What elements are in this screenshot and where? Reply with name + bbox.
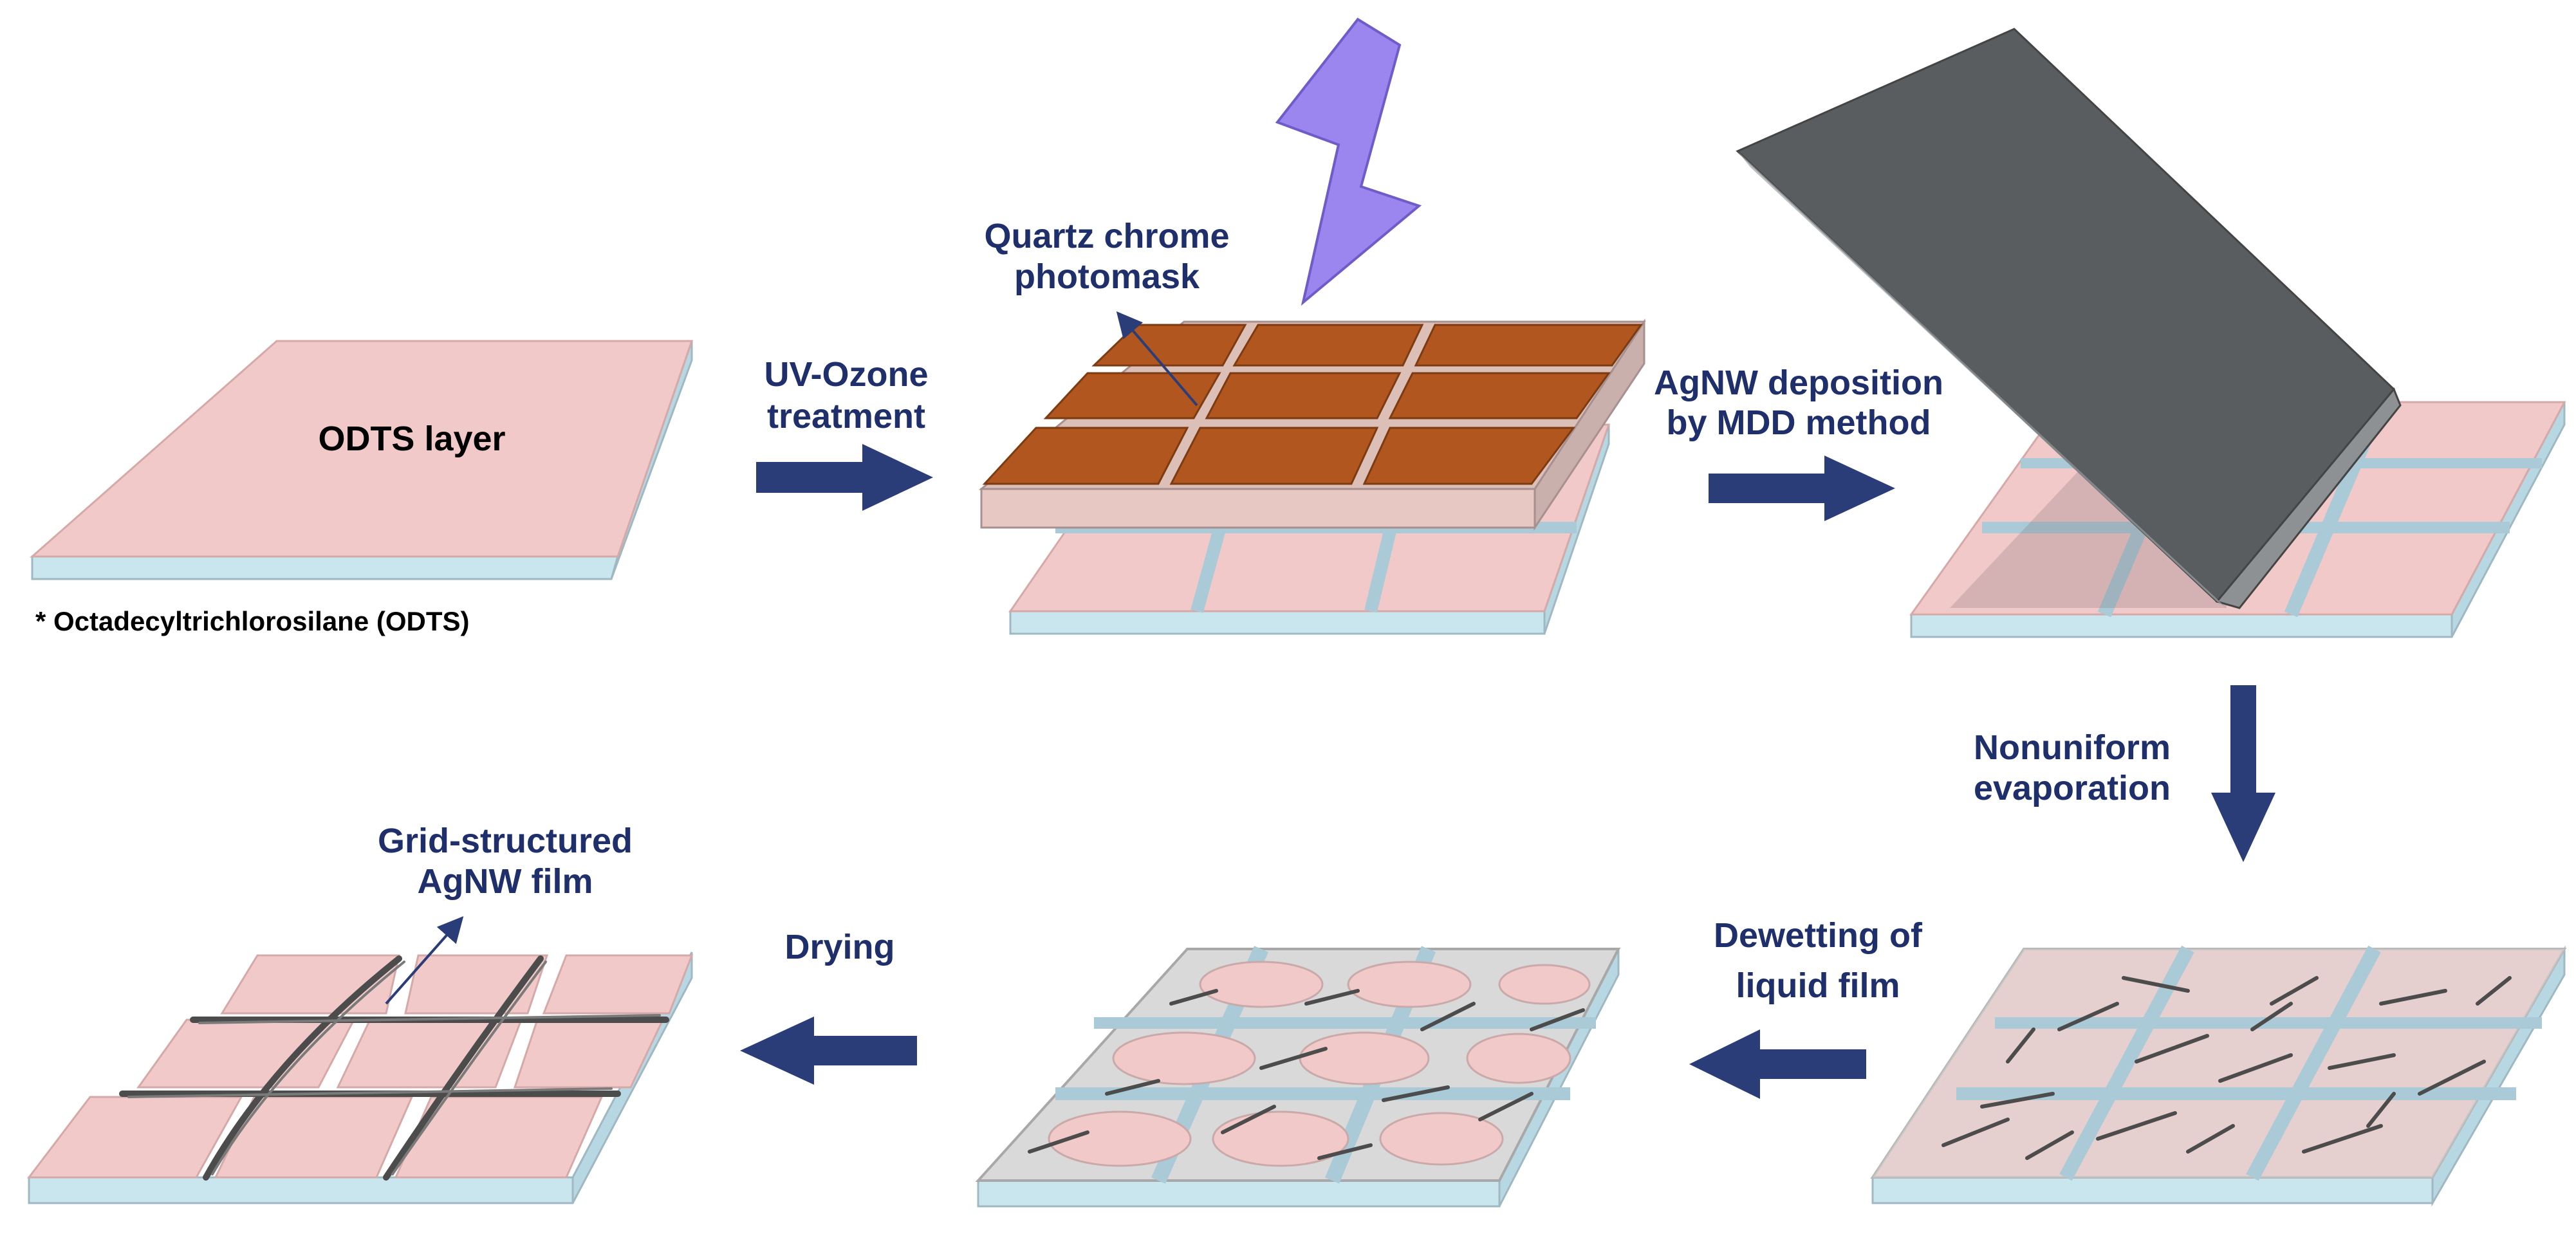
- agnw-deposition-label-line1: AgNW deposition: [1654, 364, 1943, 402]
- grid-film-label-line1: Grid-structured: [378, 822, 633, 860]
- photomask-label-line2: photomask: [1014, 257, 1200, 296]
- photomask-label-line1: Quartz chrome: [984, 217, 1229, 255]
- dewetting-label-line2: liquid film: [1736, 966, 1900, 1005]
- uv-ozone-label-line2: treatment: [767, 397, 925, 436]
- arrow-uv-ozone: [756, 444, 933, 511]
- arrow-nonuniform-evaporation: [2211, 685, 2275, 862]
- panel-nanowires-wet: [1870, 945, 2567, 1207]
- nonuniform-label-line2: evaporation: [1974, 769, 2171, 807]
- panel-dewetting: [975, 946, 1621, 1208]
- nonuniform-label-line1: Nonuniform: [1974, 728, 2171, 767]
- panel-odts-substrate: [30, 340, 694, 580]
- uv-lightning-icon: [1275, 17, 1422, 306]
- panel-blade-coating: [1736, 28, 2566, 638]
- arrow-dewetting: [1689, 1029, 1866, 1099]
- agnw-deposition-label-line2: by MDD method: [1667, 403, 1931, 442]
- panel-photomask: [978, 311, 1646, 635]
- panel-grid-film: [26, 916, 694, 1204]
- grid-film-label-line2: AgNW film: [418, 862, 593, 901]
- odts-layer-label: ODTS layer: [318, 419, 505, 458]
- drying-label: Drying: [784, 928, 894, 966]
- uv-ozone-label-line1: UV-Ozone: [764, 355, 928, 394]
- arrow-agnw-deposition: [1709, 456, 1895, 521]
- arrow-drying: [740, 1017, 917, 1085]
- odts-footnote: * Octadecyltrichlorosilane (ODTS): [35, 606, 470, 636]
- dewetting-label-line1: Dewetting of: [1714, 916, 1923, 955]
